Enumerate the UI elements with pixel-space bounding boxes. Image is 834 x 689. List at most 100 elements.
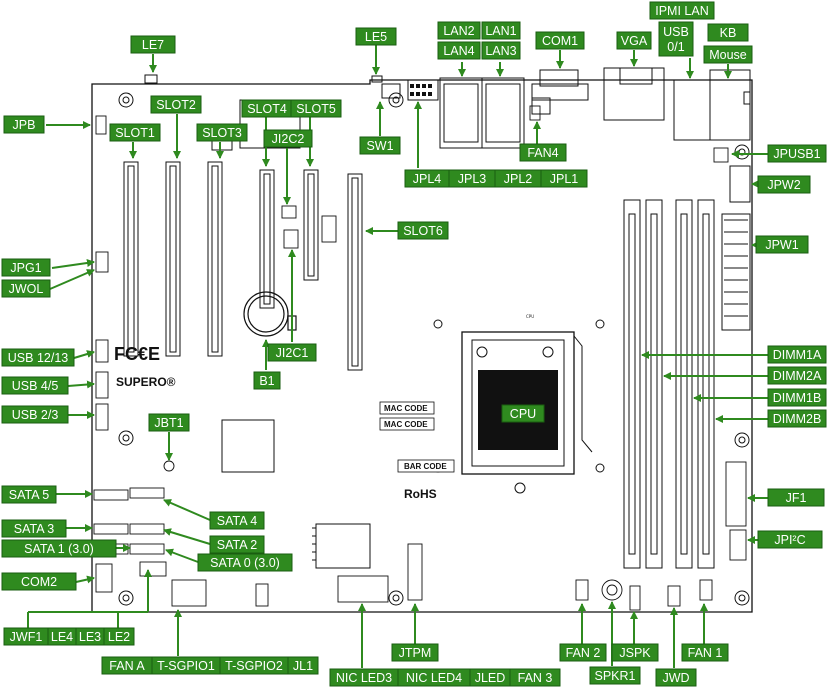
svg-text:JPL3: JPL3 <box>458 172 487 186</box>
label-jpw1: JPW1 <box>755 235 809 254</box>
svg-text:DIMM2A: DIMM2A <box>773 369 822 383</box>
mac-code-1: MAC CODE <box>384 404 428 413</box>
svg-text:JI2C2: JI2C2 <box>272 132 305 146</box>
label-fan4: FAN4 <box>519 143 567 162</box>
label-jf1: JF1 <box>767 488 825 507</box>
label-dimm2a: DIMM2A <box>767 366 827 385</box>
label-slot6: SLOT6 <box>397 221 449 240</box>
label-b1: B1 <box>253 371 281 390</box>
rohs-mark: RoHS <box>404 487 437 501</box>
label-fan1: FAN 1 <box>681 643 729 662</box>
label-mouse: Mouse <box>703 45 753 64</box>
label-fan2: FAN 2 <box>559 643 607 662</box>
label-usb23: USB 2/3 <box>1 405 69 424</box>
power-connectors <box>721 165 751 331</box>
svg-text:SATA 0 (3.0): SATA 0 (3.0) <box>210 556 280 570</box>
svg-text:LE3: LE3 <box>79 630 101 644</box>
svg-text:NIC LED4: NIC LED4 <box>406 671 462 685</box>
svg-text:COM2: COM2 <box>21 575 57 589</box>
headers <box>93 105 747 611</box>
label-jpl1: JPL1 <box>540 169 588 188</box>
label-slot1: SLOT1 <box>109 123 161 142</box>
svg-text:JL1: JL1 <box>293 659 313 673</box>
label-le7: LE7 <box>130 35 176 54</box>
svg-text:SLOT5: SLOT5 <box>296 102 336 116</box>
svg-text:JPI²C: JPI²C <box>774 533 805 547</box>
svg-text:SATA 3: SATA 3 <box>14 522 55 536</box>
label-ipmi-lan: IPMI LAN <box>649 1 715 20</box>
svg-text:JPL4: JPL4 <box>413 172 442 186</box>
label-jwol: JWOL <box>1 279 51 298</box>
label-jl1: JL1 <box>287 656 319 675</box>
label-dimm1a: DIMM1A <box>767 345 827 364</box>
svg-text:NIC LED3: NIC LED3 <box>336 671 392 685</box>
label-jspk: JSPK <box>611 643 659 662</box>
svg-text:FAN 1: FAN 1 <box>688 646 723 660</box>
brand-logo: SUPERO® <box>116 375 176 389</box>
jpl-pins <box>410 84 432 96</box>
svg-text:LE5: LE5 <box>365 30 387 44</box>
svg-text:SLOT4: SLOT4 <box>247 102 287 116</box>
label-jwd: JWD <box>655 668 697 687</box>
label-lan4: LAN4 <box>437 41 481 60</box>
label-jpl3: JPL3 <box>448 169 496 188</box>
svg-text:SPKR1: SPKR1 <box>595 669 636 683</box>
svg-text:LE4: LE4 <box>51 630 73 644</box>
svg-text:JPL1: JPL1 <box>550 172 579 186</box>
svg-text:SLOT3: SLOT3 <box>202 126 242 140</box>
svg-text:DIMM2B: DIMM2B <box>773 412 822 426</box>
label-jpusb1: JPUSB1 <box>767 144 827 163</box>
svg-text:DIMM1B: DIMM1B <box>773 391 822 405</box>
label-slot3: SLOT3 <box>196 123 248 142</box>
silkscreen: FC€E SUPERO® RoHS MAC CODE MAC CODE BAR … <box>114 314 534 501</box>
svg-text:JBT1: JBT1 <box>154 416 183 430</box>
svg-text:JWOL: JWOL <box>9 282 44 296</box>
label-jpi2c: JPI²C <box>757 530 823 549</box>
svg-text:SATA 2: SATA 2 <box>217 538 258 552</box>
label-com1: COM1 <box>535 31 585 50</box>
svg-text:CPU: CPU <box>510 407 536 421</box>
svg-text:JPL2: JPL2 <box>504 172 533 186</box>
label-kb: KB <box>707 23 749 42</box>
label-vga: VGA <box>616 31 652 50</box>
svg-text:JWD: JWD <box>662 671 689 685</box>
label-ji2c2: JI2C2 <box>263 129 313 148</box>
svg-text:0/1: 0/1 <box>667 40 684 54</box>
label-jled: JLED <box>469 668 511 687</box>
svg-text:SATA 5: SATA 5 <box>9 488 50 502</box>
label-le3: LE3 <box>75 627 105 646</box>
label-le4: LE4 <box>47 627 77 646</box>
label-le5: LE5 <box>355 27 397 46</box>
svg-text:LE2: LE2 <box>108 630 130 644</box>
label-sata5: SATA 5 <box>1 485 57 504</box>
svg-text:LAN4: LAN4 <box>443 44 474 58</box>
svg-text:VGA: VGA <box>621 34 648 48</box>
svg-text:SATA 1 (3.0): SATA 1 (3.0) <box>24 542 94 556</box>
mac-code-2: MAC CODE <box>384 420 428 429</box>
label-spkr1: SPKR1 <box>589 666 641 685</box>
svg-text:FAN A: FAN A <box>109 659 145 673</box>
label-jpl2: JPL2 <box>494 169 542 188</box>
svg-text:JSPK: JSPK <box>619 646 651 660</box>
svg-text:JPW2: JPW2 <box>767 178 800 192</box>
svg-text:IPMI LAN: IPMI LAN <box>655 4 709 18</box>
label-jpb: JPB <box>3 115 45 134</box>
label-sata0: SATA 0 (3.0) <box>197 553 293 572</box>
svg-text:JWF1: JWF1 <box>10 630 43 644</box>
label-ji2c1: JI2C1 <box>267 343 317 362</box>
label-cpu: CPU <box>501 404 545 423</box>
label-lan3: LAN3 <box>481 41 521 60</box>
label-dimm1b: DIMM1B <box>767 388 827 407</box>
svg-text:USB: USB <box>663 25 689 39</box>
label-usb1213: USB 12/13 <box>1 348 75 367</box>
svg-text:JPG1: JPG1 <box>10 261 41 275</box>
svg-text:JPW1: JPW1 <box>765 238 798 252</box>
svg-text:SLOT6: SLOT6 <box>403 224 443 238</box>
dimm-slots <box>623 199 715 569</box>
label-usb45: USB 4/5 <box>1 376 69 395</box>
label-fan3: FAN 3 <box>509 668 561 687</box>
svg-text:KB: KB <box>720 26 737 40</box>
